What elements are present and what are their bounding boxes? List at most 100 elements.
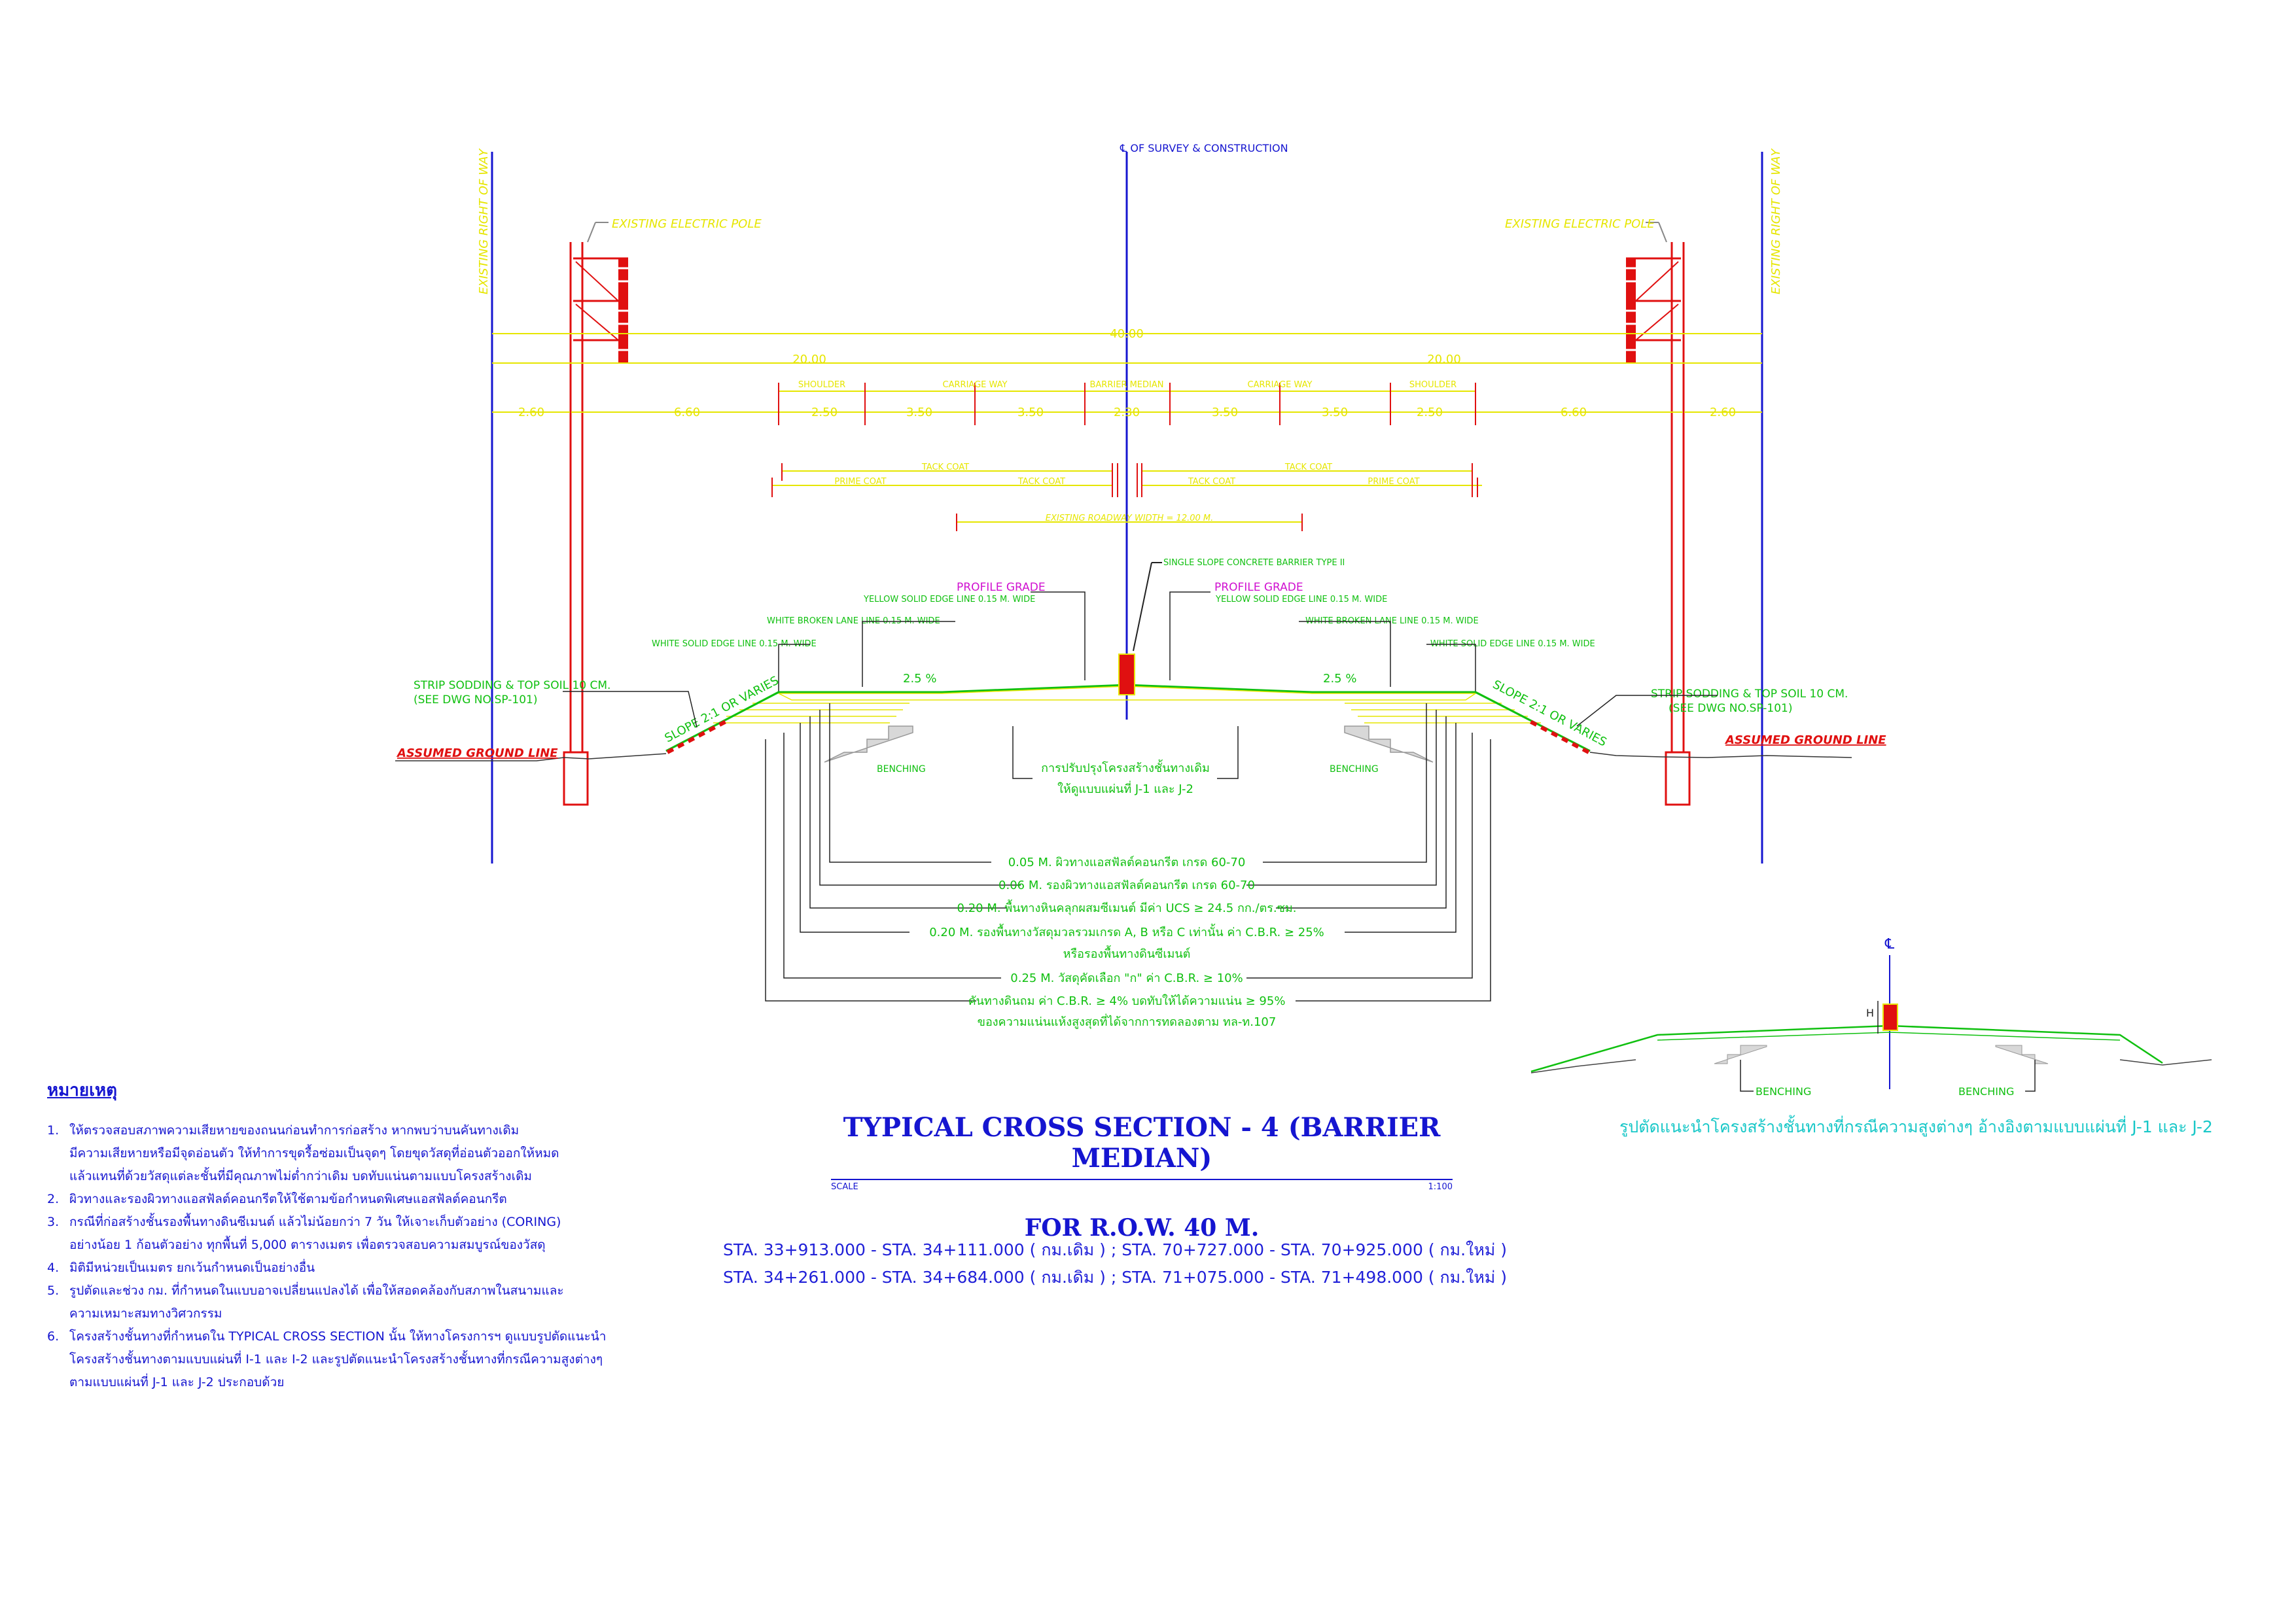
station-range-1: STA. 33+913.000 - STA. 34+111.000 ( กม.เ… (723, 1240, 1507, 1259)
detail-section: ℄ H BENCHING BENCHING (1530, 936, 2212, 1098)
white-edge-right: WHITE SOLID EDGE LINE 0.15 M. WIDE (1430, 639, 1595, 649)
layer-6b: ของความแน่นแห้งสูงสุดที่ได้จากการทดลองตา… (978, 1013, 1277, 1029)
electric-pole-label-right: EXISTING ELECTRIC POLE (1505, 217, 1655, 231)
barrier-type-label: SINGLE SLOPE CONCRETE BARRIER TYPE II (1163, 558, 1345, 568)
note-number: 6. (47, 1329, 60, 1344)
lane-label-shoulder-left: SHOULDER (798, 380, 845, 390)
note-number: 5. (47, 1283, 60, 1298)
note-line: โครงสร้างชั้นทางตามแบบแผ่นที่ I-1 และ I-… (69, 1352, 603, 1367)
dim-value-10: 6.60 (1561, 406, 1587, 419)
existing-width: EXISTING ROADWAY WIDTH = 12.00 M. (1046, 514, 1214, 523)
row-label-left: EXISTING RIGHT OF WAY (477, 148, 491, 294)
note-line: ให้ตรวจสอบสภาพความเสียหายของถนนก่อนทำการ… (69, 1123, 520, 1138)
lane-labels: SHOULDER CARRIAGE WAY BARRIER MEDIAN CAR… (798, 380, 1457, 390)
note-line: ตามแบบแผ่นที่ J-1 และ J-2 ประกอบด้วย (69, 1375, 285, 1389)
concrete-barrier (1118, 654, 1135, 695)
assumed-ground-left: ASSUMED GROUND LINE (396, 746, 558, 760)
dim-value-5: 3.50 (1017, 406, 1044, 419)
note-line: อย่างน้อย 1 ก้อนตัวอย่าง ทุกพื้นที่ 5,00… (69, 1238, 546, 1252)
prime-coat-left: PRIME COAT (834, 477, 886, 487)
white-broken-right: WHITE BROKEN LANE LINE 0.15 M. WIDE (1305, 616, 1479, 626)
note-item-3: 3. กรณีที่ก่อสร้างชั้นรองพื้นทางดินซีเมน… (47, 1211, 701, 1257)
detail-benching-left: BENCHING (1756, 1085, 1811, 1098)
profile-grade-left: PROFILE GRADE (957, 581, 1046, 594)
title-block: TYPICAL CROSS SECTION - 4 (BARRIER MEDIA… (831, 1112, 1453, 1242)
row-label-right: EXISTING RIGHT OF WAY (1769, 148, 1783, 294)
note-item-4: 4. มิติมีหน่วยเป็นเมตร ยกเว้นกำหนดเป็นอย… (47, 1257, 701, 1280)
note-line: มิติมีหน่วยเป็นเมตร ยกเว้นกำหนดเป็นอย่าง… (69, 1261, 315, 1275)
see-dwg-left: (SEE DWG NO.SP-101) (414, 693, 537, 707)
tack-coat-left: TACK COAT (921, 462, 969, 472)
centerline-label: ℄ OF SURVEY & CONSTRUCTION (1120, 142, 1288, 154)
layer-4b: หรือรองพื้นทางดินซีเมนต์ (1063, 945, 1191, 961)
lane-label-carriage-right: CARRIAGE WAY (1248, 380, 1313, 390)
dim-value-1: 2.60 (518, 406, 544, 419)
note-line: มีความเสียหายหรือมีจุดอ่อนตัว ให้ทำการขุ… (69, 1146, 559, 1161)
station-ranges: STA. 33+913.000 - STA. 34+111.000 ( กม.เ… (723, 1236, 1507, 1291)
strip-sodding-right: STRIP SODDING & TOP SOIL 10 CM. (1651, 688, 1848, 701)
yellow-edge-left: YELLOW SOLID EDGE LINE 0.15 M. WIDE (863, 595, 1035, 604)
drawing-title: TYPICAL CROSS SECTION - 4 (BARRIER MEDIA… (843, 1112, 1441, 1174)
layer-6: คันทางดินถม ค่า C.B.R. ≥ 4% บดทับให้ได้ค… (968, 994, 1286, 1008)
layer-1: 0.05 M. ผิวทางแอสฟัลต์คอนกรีต เกรด 60-70 (1008, 856, 1246, 869)
cross-slope-right: 2.5 % (1323, 672, 1356, 686)
layer-4: 0.20 M. รองพื้นทางวัสดุมวลรวมเกรด A, B ห… (929, 924, 1324, 939)
tack-coat-left-2: TACK COAT (1017, 477, 1065, 487)
scale-label: SCALE (831, 1182, 858, 1192)
yellow-edge-right: YELLOW SOLID EDGE LINE 0.15 M. WIDE (1215, 595, 1387, 604)
layer-5: 0.25 M. วัสดุคัดเลือก "ก" ค่า C.B.R. ≥ 1… (1010, 971, 1243, 985)
electric-pole-right (1626, 222, 1691, 806)
lane-label-barrier-median: BARRIER MEDIAN (1090, 380, 1164, 390)
prime-coat-right: PRIME COAT (1368, 477, 1419, 487)
notes-section: หมายเหตุ 1. ให้ตรวจสอบสภาพความเสียหายของ… (47, 1079, 701, 1394)
detail-benching-right: BENCHING (1958, 1085, 2014, 1098)
cross-slope-left: 2.5 % (903, 672, 936, 686)
assumed-ground-right: ASSUMED GROUND LINE (1724, 733, 1886, 747)
note-number: 1. (47, 1123, 60, 1138)
station-range-2: STA. 34+261.000 - STA. 34+684.000 ( กม.เ… (723, 1268, 1507, 1287)
profile-grade-right: PROFILE GRADE (1214, 581, 1303, 594)
white-edge-left: WHITE SOLID EDGE LINE 0.15 M. WIDE (652, 639, 817, 649)
benching-right: BENCHING (1330, 764, 1379, 775)
layer-3: 0.20 M. พื้นทางหินคลุกผสมซีเมนต์ มีค่า U… (957, 899, 1297, 915)
dim-value-3: 2.50 (811, 406, 838, 419)
note-item-2: 2. ผิวทางและรองผิวทางแอสฟัลต์คอนกรีตให้ใ… (47, 1188, 701, 1211)
detail-h: H (1866, 1007, 1874, 1019)
note-line: รูปตัดและช่วง กม. ที่กำหนดในแบบอาจเปลี่ย… (69, 1283, 564, 1298)
tack-coat-right-2: TACK COAT (1188, 477, 1235, 487)
note-line: ความเหมาะสมทางวิศวกรรม (69, 1306, 222, 1321)
drawing-subtitle: FOR R.O.W. 40 M. (1024, 1214, 1260, 1242)
note-number: 2. (47, 1192, 60, 1206)
detail-centerline: ℄ (1884, 936, 1895, 952)
lane-label-shoulder-right: SHOULDER (1409, 380, 1457, 390)
dim-value-7: 3.50 (1212, 406, 1238, 419)
road-layers (778, 686, 1477, 701)
dim-value-9: 2.50 (1417, 406, 1443, 419)
benching-left: BENCHING (877, 764, 926, 775)
note-line: โครงสร้างชั้นทางที่กำหนดใน TYPICAL CROSS… (69, 1329, 607, 1344)
dimension-values: 2.60 6.60 2.50 3.50 3.50 2.30 3.50 3.50 … (518, 406, 1736, 419)
note-number: 3. (47, 1215, 60, 1229)
dim-total: 40.00 (1110, 327, 1144, 341)
scale-value: 1:100 (1428, 1182, 1453, 1192)
dim-value-11: 2.60 (1710, 406, 1736, 419)
slope-right: SLOPE 2:1 OR VARIES (1491, 678, 1609, 750)
lane-label-carriage-left: CARRIAGE WAY (943, 380, 1008, 390)
detail-caption: รูปตัดแนะนำโครงสร้างชั้นทางที่กรณีความสู… (1619, 1117, 2213, 1136)
dim-value-4: 3.50 (906, 406, 932, 419)
dim-half-left: 20.00 (792, 353, 826, 366)
note-line: แล้วแทนที่ด้วยวัสดุแต่ละชั้นที่มีคุณภาพไ… (69, 1169, 532, 1183)
improvement-note-2: ให้ดูแบบแผ่นที่ J-1 และ J-2 (1057, 780, 1193, 796)
note-item-6: 6. โครงสร้างชั้นทางที่กำหนดใน TYPICAL CR… (47, 1325, 701, 1394)
white-broken-left: WHITE BROKEN LANE LINE 0.15 M. WIDE (767, 616, 940, 626)
see-dwg-right: (SEE DWG NO.SP-101) (1669, 702, 1792, 715)
note-item-5: 5. รูปตัดและช่วง กม. ที่กำหนดในแบบอาจเปล… (47, 1280, 701, 1325)
notes-title: หมายเหตุ (47, 1081, 118, 1100)
layer-2: 0.06 M. รองผิวทางแอสฟัลต์คอนกรีต เกรด 60… (998, 879, 1255, 892)
dim-value-6: 2.30 (1114, 406, 1140, 419)
note-item-1: 1. ให้ตรวจสอบสภาพความเสียหายของถนนก่อนทำ… (47, 1119, 701, 1188)
improvement-note-1: การปรับปรุงโครงสร้างชั้นทางเดิม (1041, 759, 1210, 775)
dim-value-2: 6.60 (674, 406, 700, 419)
note-line: ผิวทางและรองผิวทางแอสฟัลต์คอนกรีตให้ใช้ต… (69, 1192, 507, 1206)
